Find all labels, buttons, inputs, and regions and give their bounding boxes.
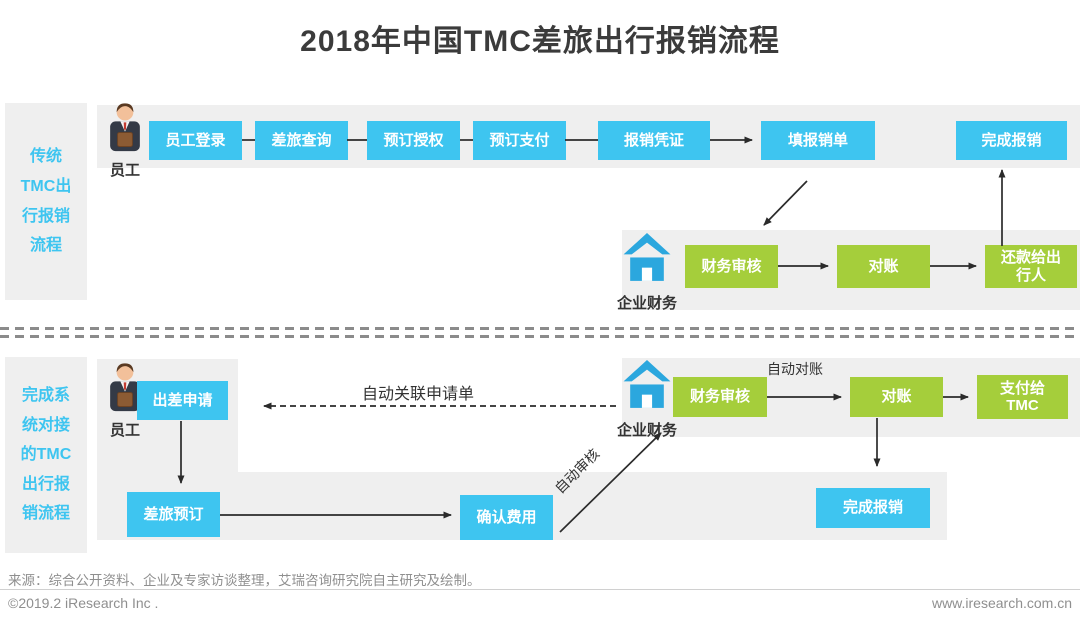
employee-actor-integrated: 员工	[101, 361, 149, 440]
step-travel-search: 差旅查询	[255, 121, 348, 160]
step-fill-reimbursement-form: 填报销单	[761, 121, 875, 160]
step-repay-traveler: 还款给出 行人	[985, 245, 1077, 288]
traditional-employee-row-panel	[97, 105, 1080, 168]
sidebar-traditional-process: 传统 TMC出 行报销 流程	[5, 103, 87, 300]
footer-divider	[0, 589, 1080, 590]
step-finance-review-traditional: 财务审核	[685, 245, 778, 288]
step-reconciliation-integrated: 对账	[850, 377, 943, 417]
house-icon	[622, 233, 672, 291]
step-booking-payment: 预订支付	[473, 121, 566, 160]
step-travel-booking: 差旅预订	[127, 492, 220, 537]
employee-icon	[106, 361, 144, 418]
annotation-auto-reconcile: 自动对账	[767, 361, 823, 377]
step-employee-login: 员工登录	[149, 121, 242, 160]
step-reimbursement-voucher: 报销凭证	[598, 121, 710, 160]
finance-actor-integrated: 企业财务	[616, 360, 678, 440]
annotation-auto-link-request: 自动关联申请单	[362, 386, 475, 403]
step-confirm-expense: 确认费用	[460, 495, 553, 540]
website-link[interactable]: www.iresearch.com.cn	[931, 595, 1072, 611]
sidebar-integrated-process: 完成系 统对接 的TMC 出行报 销流程	[5, 357, 87, 553]
employee-icon	[106, 101, 144, 158]
section-divider-dashes	[0, 327, 1080, 330]
step-finance-review-integrated: 财务审核	[673, 377, 767, 417]
finance-label: 企业财务	[616, 422, 677, 439]
step-pay-tmc: 支付给 TMC	[977, 375, 1068, 419]
copyright-text: ©2019.2 iResearch Inc .	[8, 595, 159, 611]
employee-label: 员工	[109, 162, 140, 179]
employee-label: 员工	[109, 422, 140, 439]
step-complete-reimbursement-traditional: 完成报销	[956, 121, 1067, 160]
finance-label: 企业财务	[616, 295, 677, 312]
step-reconciliation-traditional: 对账	[837, 245, 930, 288]
step-trip-request: 出差申请	[137, 381, 228, 420]
house-icon	[622, 360, 672, 418]
section-divider-dashes	[0, 335, 1080, 338]
step-booking-authorization: 预订授权	[367, 121, 460, 160]
employee-actor-traditional: 员工	[101, 101, 149, 180]
page-title: 2018年中国TMC差旅出行报销流程	[300, 25, 780, 58]
source-note: 来源：综合公开资料、企业及专家访谈整理，艾瑞咨询研究院自主研究及绘制。	[8, 573, 481, 588]
step-complete-reimbursement-integrated: 完成报销	[816, 488, 930, 528]
finance-actor-traditional: 企业财务	[616, 233, 678, 313]
